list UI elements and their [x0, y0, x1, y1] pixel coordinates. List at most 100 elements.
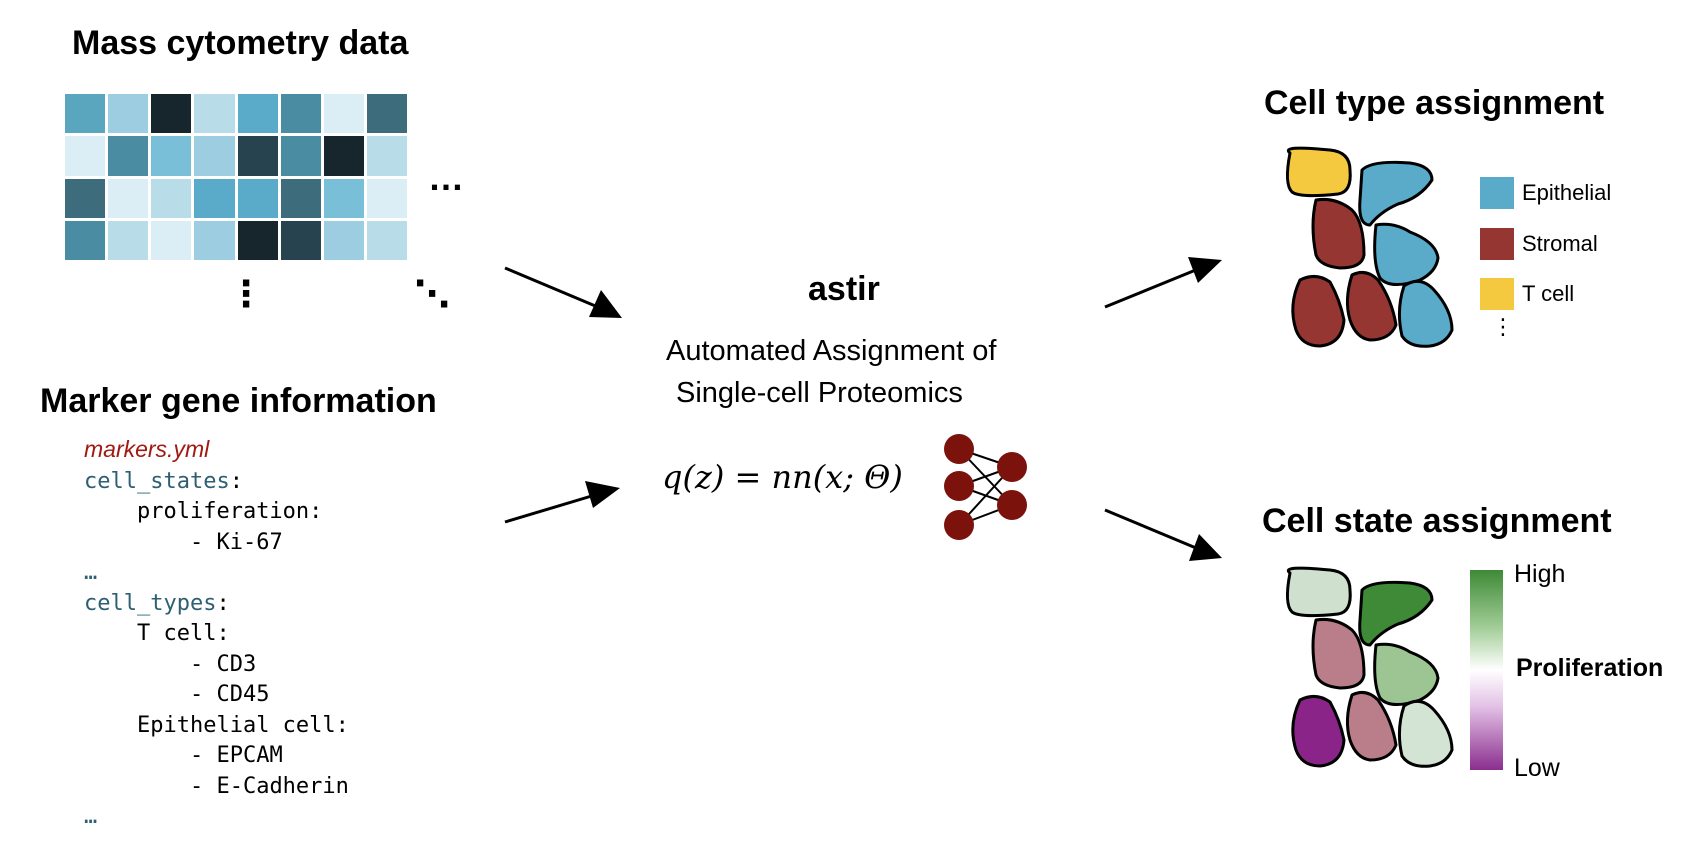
heatmap-cell [280, 220, 321, 260]
legend-tcell: T cell [1480, 278, 1574, 310]
heatmap-cell [366, 94, 407, 134]
cell-type-title: Cell type assignment [1264, 84, 1605, 122]
gradient-low-label: Low [1514, 754, 1560, 782]
heatmap-cell [151, 178, 192, 218]
heatmap-cell [280, 94, 321, 134]
markers-yaml: markers.yml cell_states: proliferation: … [84, 434, 349, 833]
legend-swatch-stromal [1480, 228, 1514, 260]
heatmap-cell [366, 136, 407, 176]
legend-epithelial: Epithelial [1480, 177, 1611, 209]
cell-tissue-4 [1373, 642, 1440, 706]
legend-swatch-tcell [1480, 278, 1514, 310]
cell-tissue-3 [1311, 618, 1366, 690]
astir-subtitle-line1: Automated Assignment of [666, 335, 997, 367]
yaml-proliferation: proliferation: [136, 499, 323, 524]
cell-state-tissue [1285, 566, 1454, 768]
cytometry-heatmap [65, 94, 407, 260]
heatmap-ellipsis-horizontal: … [428, 157, 464, 198]
heatmap-cell [108, 94, 149, 134]
cell-tissue-6 [1345, 270, 1398, 342]
cell-tissue-2 [1358, 160, 1434, 227]
yaml-ecadherin: - E-Cadherin [189, 773, 349, 799]
cell-state-title: Cell state assignment [1262, 502, 1612, 540]
arrow-astir-to-state-head [1189, 534, 1222, 561]
heatmap-cell [194, 94, 235, 134]
heatmap-ellipsis-diagonal: ⋱ [414, 273, 450, 314]
heatmap-cell [366, 220, 407, 260]
yaml-colon: : [229, 468, 243, 494]
cell-tissue-4 [1373, 222, 1440, 286]
heatmap-cell [65, 94, 106, 134]
yaml-ellipsis-1: … [84, 560, 98, 585]
cell-tissue-1 [1285, 146, 1352, 198]
yaml-epcam: - EPCAM [189, 743, 283, 768]
heatmap-ellipsis-vertical: ⋮ [228, 273, 264, 314]
yaml-cd45: - CD45 [189, 682, 270, 707]
heatmap-cell [237, 94, 278, 134]
heatmap-cell [108, 220, 149, 260]
gradient-high-label: High [1514, 560, 1566, 588]
yaml-filename: markers.yml [84, 436, 210, 462]
legend-more: ⋮ [1492, 314, 1514, 339]
heatmap-cell [108, 178, 149, 218]
yaml-cd3: - CD3 [189, 651, 257, 677]
cell-tissue-1 [1285, 566, 1352, 618]
yaml-epithelial: Epithelial cell: [136, 712, 349, 738]
model-formula: q(z) = nn(x; Θ) [662, 458, 903, 496]
yaml-ki67: - Ki-67 [189, 529, 283, 555]
heatmap-cell [237, 178, 278, 218]
cell-tissue-2 [1358, 580, 1434, 647]
mass-cytometry-title: Mass cytometry data [72, 24, 409, 62]
heatmap-cell [237, 220, 278, 260]
heatmap-cell [65, 220, 106, 260]
arrow-astir-to-state [1104, 508, 1209, 555]
arrow-markers-to-astir-head [585, 481, 620, 508]
legend-label-stromal: Stromal [1522, 231, 1598, 256]
cell-tissue-7 [1397, 699, 1454, 768]
heatmap-cell [65, 136, 106, 176]
heatmap-cell [323, 220, 364, 260]
yaml-ellipsis-2: … [84, 804, 98, 829]
heatmap-cell [323, 178, 364, 218]
heatmap-cell [151, 136, 192, 176]
proliferation-gradient [1470, 570, 1503, 770]
yaml-colon: : [216, 590, 230, 616]
heatmap-cell [151, 220, 192, 260]
yaml-key-cell-types: cell_types [84, 590, 217, 616]
legend-label-tcell: T cell [1522, 281, 1575, 306]
cell-tissue-3 [1311, 198, 1366, 270]
network-node [997, 490, 1027, 520]
marker-gene-title: Marker gene information [40, 382, 437, 420]
cell-type-tissue [1285, 146, 1454, 348]
arrow-markers-to-astir [504, 490, 606, 524]
heatmap-cell [366, 178, 407, 218]
network-node [997, 452, 1027, 482]
cell-tissue-6 [1345, 690, 1398, 762]
heatmap-cell [237, 136, 278, 176]
legend-label-epithelial: Epithelial [1522, 180, 1612, 205]
yaml-key-cell-states: cell_states [84, 468, 230, 494]
astir-subtitle-line2: Single-cell Proteomics [676, 377, 963, 409]
cell-tissue-5 [1291, 275, 1346, 348]
cell-tissue-7 [1397, 279, 1454, 348]
heatmap-cell [194, 136, 235, 176]
heatmap-cell [323, 136, 364, 176]
legend-swatch-epithelial [1480, 177, 1514, 209]
heatmap-cell [108, 136, 149, 176]
network-node [944, 471, 974, 501]
arrow-astir-to-type-head [1188, 257, 1222, 283]
heatmap-cell [280, 136, 321, 176]
heatmap-cell [151, 94, 192, 134]
heatmap-cell [65, 178, 106, 218]
heatmap-cell [280, 178, 321, 218]
heatmap-cell [194, 178, 235, 218]
network-node [944, 434, 974, 464]
heatmap-cell [194, 220, 235, 260]
legend-stromal: Stromal [1480, 228, 1598, 260]
arrow-data-to-astir-head [589, 290, 622, 318]
yaml-tcell: T cell: [136, 621, 230, 646]
cell-tissue-5 [1291, 695, 1346, 768]
network-node [944, 510, 974, 540]
heatmap-cell [323, 94, 364, 134]
